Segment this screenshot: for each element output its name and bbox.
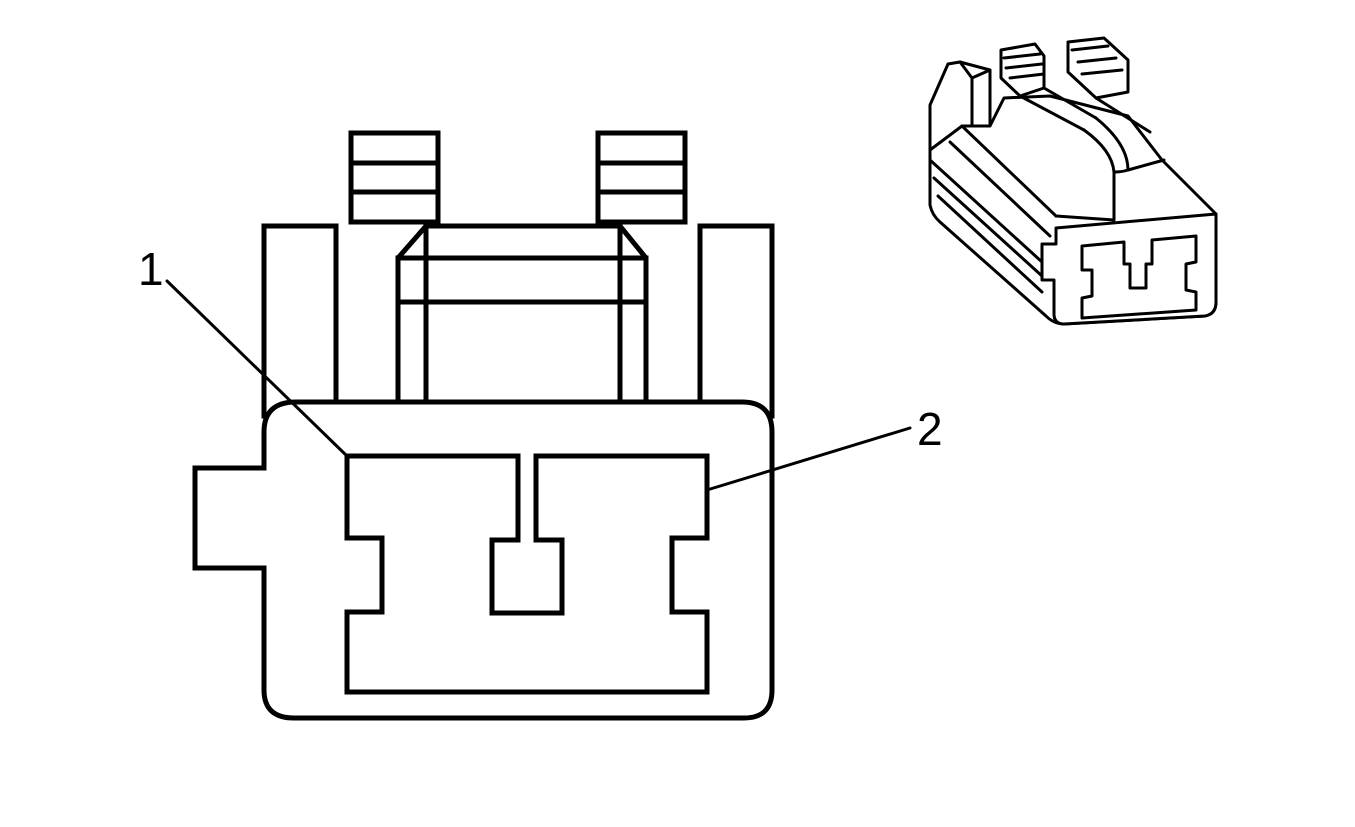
side-post-left <box>261 223 339 419</box>
iso-latch-tab-right <box>1066 36 1130 100</box>
terminal-cavity <box>344 453 710 695</box>
side-post-right <box>697 223 775 419</box>
callout-label-2: 2 <box>917 403 943 455</box>
iso-latch-tab-left <box>999 42 1046 98</box>
center-latch <box>395 223 649 407</box>
connector-isometric-view <box>928 36 1218 326</box>
latch-tab-right <box>595 130 688 225</box>
callout-1: 1 <box>138 243 349 458</box>
callout-label-1: 1 <box>138 243 164 295</box>
iso-terminal-cavity <box>1080 234 1198 320</box>
connector-front-view <box>192 130 775 721</box>
connector-housing <box>192 399 775 721</box>
leader-line-1 <box>165 279 349 458</box>
latch-tab-left <box>348 130 441 225</box>
leader-line-2 <box>705 426 912 492</box>
callout-2: 2 <box>705 403 943 492</box>
